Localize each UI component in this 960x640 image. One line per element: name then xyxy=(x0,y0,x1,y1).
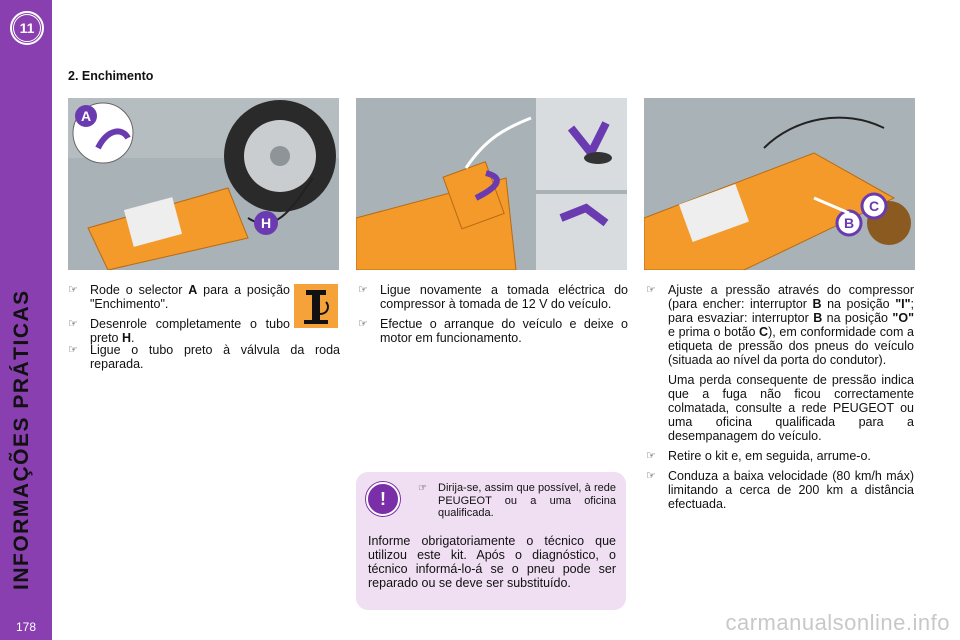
pointing-hand-icon: ☞ xyxy=(68,344,78,356)
pointing-hand-icon: ☞ xyxy=(646,470,656,482)
page-number: 178 xyxy=(15,620,37,634)
chapter-number: 11 xyxy=(13,14,41,42)
chapter-sidebar: 11 INFORMAÇÕES PRÁTICAS 178 xyxy=(0,0,52,640)
column-2-instructions: ☞ Ligue novamente a tomada eléctrica do … xyxy=(358,283,628,351)
list-item: ☞ Ajuste a pressão através do compressor… xyxy=(646,283,914,367)
note-body: Informe obrigatoriamente o técnico que u… xyxy=(368,534,616,590)
label-h: H xyxy=(261,215,271,231)
list-item: ☞ Retire o kit e, em seguida, arrume-o. xyxy=(646,449,871,463)
pointing-hand-icon: ☞ xyxy=(68,284,78,296)
list-item: ☞ Conduza a baixa velocidade (80 km/h má… xyxy=(646,469,914,511)
column-3-instructions: ☞ Ajuste a pressão através do compressor… xyxy=(646,283,914,517)
list-item: ☞ Ligue o tubo preto à válvula da roda r… xyxy=(68,343,340,371)
label-c: C xyxy=(869,198,879,214)
pointing-hand-icon: ☞ xyxy=(358,318,368,330)
pointing-hand-icon: ☞ xyxy=(68,318,78,330)
tire-inflator-icon xyxy=(294,284,338,328)
column-1-instructions: ☞ Rode o selector A para a posição "Ench… xyxy=(68,283,290,351)
section-title: 2. Enchimento xyxy=(68,69,154,83)
pointing-hand-icon: ☞ xyxy=(646,284,656,296)
label-b: B xyxy=(844,215,854,231)
compressor-controls-illustration: C B xyxy=(644,98,915,270)
figure-plug-12v xyxy=(356,98,627,270)
chapter-badge: 11 xyxy=(10,11,44,45)
column-1-instructions-cont: ☞ Ligue o tubo preto à válvula da roda r… xyxy=(68,343,340,377)
chapter-title: INFORMAÇÕES PRÁTICAS xyxy=(10,289,33,590)
list-item: ☞ Efectue o arranque do veículo e deixe … xyxy=(358,317,628,345)
pointing-hand-icon: ☞ xyxy=(358,284,368,296)
list-item: ☞ Ligue novamente a tomada eléctrica do … xyxy=(358,283,628,311)
pressure-loss-paragraph: Uma perda consequente de pressão indica … xyxy=(668,373,914,443)
plug-socket-illustration xyxy=(356,98,627,270)
list-item: ☞ Desenrole completamente o tubo preto H… xyxy=(68,317,290,345)
label-a: A xyxy=(81,108,91,124)
pointing-hand-icon: ☞ xyxy=(646,450,656,462)
list-item: ☞ Rode o selector A para a posição "Ench… xyxy=(68,283,290,311)
figure-compressor-tire: A H xyxy=(68,98,339,270)
figure-compressor-controls: C B xyxy=(644,98,915,270)
note-bullet-item: ☞ Dirija-se, assim que possível, à rede … xyxy=(418,482,616,519)
watermark: carmanualsonline.info xyxy=(725,610,950,635)
pointing-hand-icon: ☞ xyxy=(418,483,427,494)
compressor-tire-illustration: A H xyxy=(68,98,339,270)
important-note-box: ! ☞ Dirija-se, assim que possível, à red… xyxy=(356,472,626,610)
exclamation-icon: ! xyxy=(366,482,400,516)
